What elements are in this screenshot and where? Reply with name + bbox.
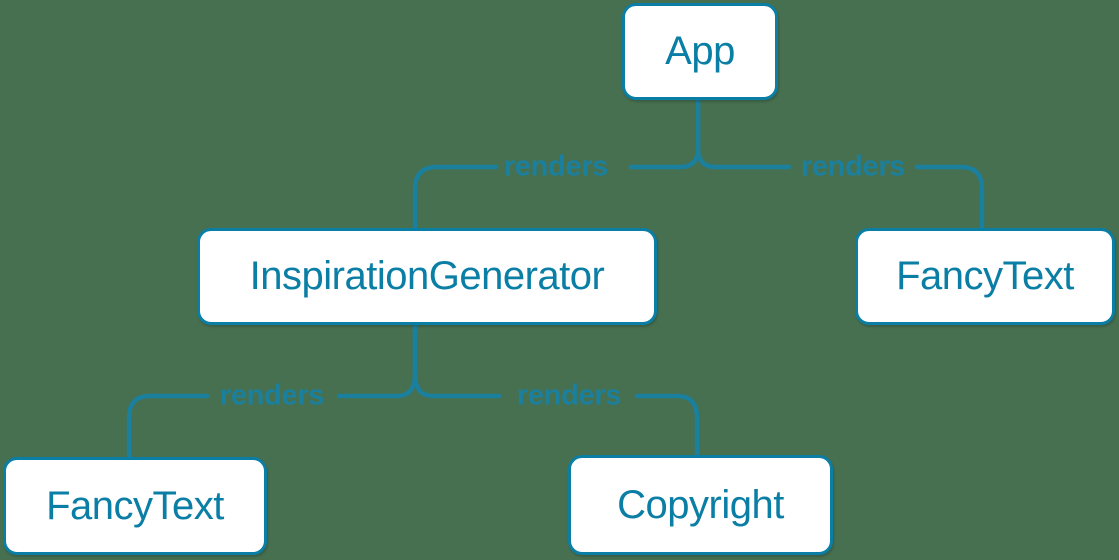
edge-label-renders: renders <box>800 150 906 183</box>
node-fancy-text-right-label: FancyText <box>896 254 1074 298</box>
node-inspiration-generator: InspirationGenerator <box>197 228 657 325</box>
edge-app-to-inspirationgenerator-end <box>412 164 499 230</box>
edge-label-renders: renders <box>516 379 622 412</box>
node-fancy-text-left-label: FancyText <box>46 483 224 528</box>
edge-inspirationgenerator-to-copyright-end <box>634 393 700 457</box>
node-app: App <box>622 3 778 100</box>
node-copyright-label: Copyright <box>617 482 784 527</box>
node-fancy-text-left: FancyText <box>3 457 267 555</box>
node-app-label: App <box>665 29 735 73</box>
edge-label-renders: renders <box>503 150 609 183</box>
edge-inspirationgenerator-to-fancytext-end <box>126 393 210 459</box>
node-fancy-text-right: FancyText <box>855 228 1115 325</box>
node-copyright: Copyright <box>568 455 833 555</box>
edge-app-to-inspirationgenerator-start <box>628 98 701 170</box>
edge-app-to-fancytext-start <box>695 98 792 170</box>
edge-inspirationgenerator-to-fancytext-start <box>336 323 418 399</box>
node-inspiration-generator-label: InspirationGenerator <box>249 254 605 298</box>
edge-inspirationgenerator-to-copyright-start <box>412 323 502 399</box>
edge-app-to-fancytext-end <box>914 164 985 230</box>
edge-label-renders: renders <box>219 379 325 412</box>
